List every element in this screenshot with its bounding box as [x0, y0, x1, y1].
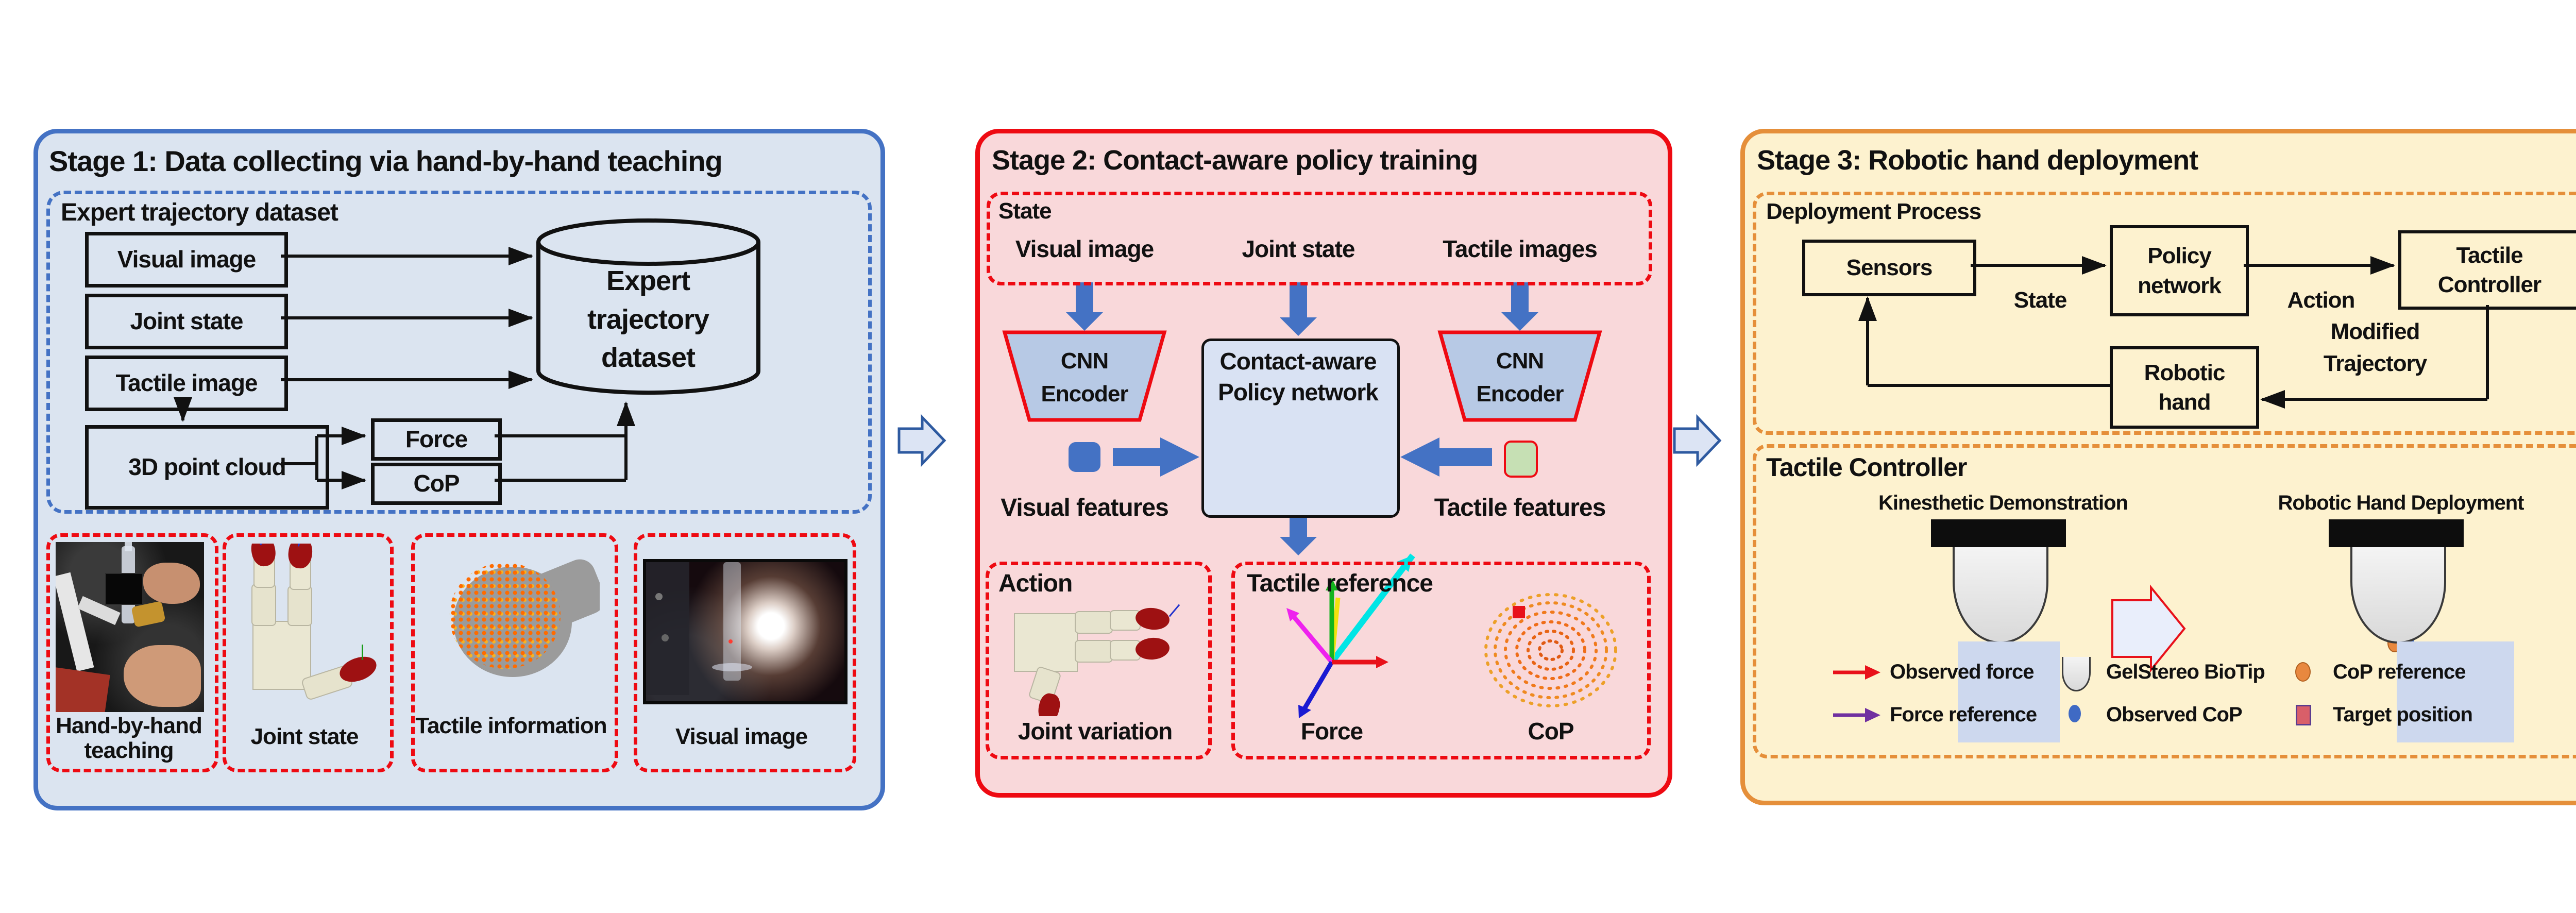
legend-target-position-label: Target position	[2333, 703, 2473, 726]
state-dashed-box	[987, 192, 1652, 285]
arrow-stage2-to-stage3	[1673, 414, 1722, 467]
tactile-controller-dashed-box	[1753, 444, 2576, 758]
state-item-tactile-images: Tactile images	[1443, 235, 1598, 262]
cylinder-label: Expert trajectory dataset	[587, 265, 709, 374]
joint-state-dashed-box	[223, 533, 394, 772]
force-axes-icon	[1286, 553, 1415, 718]
hand-by-hand-label: Hand-by-hand teaching	[56, 713, 202, 763]
cop-box: CoP	[371, 463, 502, 505]
tactile-features-label: Tactile features	[1434, 494, 1606, 521]
joint-state-label: Joint state	[250, 724, 359, 749]
legend-arrow-glyphs	[1833, 665, 1880, 722]
legend-cop-reference-label: CoP reference	[2333, 661, 2466, 683]
stage1-connectors	[174, 247, 635, 489]
legend-observed-cop-icon	[2069, 705, 2081, 722]
legend-force-reference-label: Force reference	[1890, 703, 2037, 726]
arrow-stage1-to-stage2	[897, 414, 946, 467]
state-item-visual-image: Visual image	[1015, 235, 1154, 262]
robotic-deploy-title: Robotic Hand Deployment	[2278, 491, 2524, 514]
joint-state-graphic	[232, 544, 379, 714]
deployment-process-dashed-box	[1753, 192, 2576, 435]
state-label: State	[998, 198, 1052, 224]
legend-cop-reference-icon	[2295, 662, 2311, 682]
joint-state-box: Joint state	[85, 294, 288, 349]
deployment-process-label: Deployment Process	[1766, 199, 1981, 224]
state-arrow-label: State	[2013, 288, 2067, 313]
stage1-title: Stage 1: Data collecting via hand-by-han…	[49, 145, 723, 177]
visual-image-label: Visual image	[675, 724, 808, 749]
tactile-controller-section-label: Tactile Controller	[1766, 453, 1967, 482]
hand-by-hand-photo	[56, 542, 204, 712]
point-cloud-box: 3D point cloud	[85, 425, 329, 510]
force-icon-label: Force	[1300, 718, 1363, 745]
interstage-arrows	[897, 414, 1722, 467]
action-label: Action	[998, 570, 1073, 597]
legend-observed-cop-label: Observed CoP	[2106, 703, 2243, 726]
force-box: Force	[371, 418, 502, 461]
sensors-box: Sensors	[1802, 240, 1976, 296]
tactile-information-dashed-box	[411, 533, 618, 772]
visual-image-photo	[643, 559, 848, 704]
action-dashed-box	[986, 562, 1212, 759]
joint-variation-graphic	[1010, 593, 1180, 716]
state-item-joint-state: Joint state	[1242, 235, 1355, 262]
cop-dotted-ball	[1484, 593, 1617, 707]
stage3-connectors	[1858, 256, 2489, 409]
tactile-features-icon	[1504, 441, 1538, 478]
right-demo-object	[2397, 641, 2514, 742]
tactile-reference-label: Tactile reference	[1247, 570, 1433, 597]
tactile-information-label: Tactile information	[415, 713, 607, 738]
left-demo-object	[1958, 641, 2060, 742]
expert-trajectory-dataset-label: Expert trajectory dataset	[61, 199, 338, 226]
hand-by-hand-dashed-box	[46, 533, 218, 772]
visual-image-dashed-box	[634, 533, 856, 772]
visual-image-box: Visual image	[85, 232, 288, 288]
left-demo-mount-bar	[1931, 519, 2066, 547]
stage3-title: Stage 3: Robotic hand deployment	[1757, 145, 2198, 176]
expert-trajectory-dataset-box	[46, 191, 872, 514]
tactile-reference-dashed-box	[1231, 562, 1651, 759]
joint-variation-label: Joint variation	[1018, 718, 1173, 745]
kinesthetic-demo-title: Kinesthetic Demonstration	[1878, 491, 2128, 514]
stage2-title: Stage 2: Contact-aware policy training	[992, 145, 1478, 176]
legend-target-position-icon	[2296, 705, 2311, 725]
legend-gelstereo-icon	[2062, 657, 2091, 691]
right-demo-mount-bar	[2329, 519, 2464, 547]
action-arrow-label: Action	[2287, 288, 2355, 313]
policy-network-box	[1201, 339, 1400, 518]
tactile-image-box: Tactile image	[85, 356, 288, 411]
legend-gelstereo-label: GelStereo BioTip	[2106, 661, 2265, 683]
cop-icon-label: CoP	[1528, 718, 1574, 745]
cylinder-expert-dataset	[536, 218, 760, 395]
visual-features-icon	[1069, 442, 1100, 472]
cnn-encoder-shapes	[1002, 330, 1602, 422]
legend-observed-force-label: Observed force	[1890, 661, 2034, 683]
visual-features-label: Visual features	[1001, 494, 1169, 521]
tactile-information-graphic	[422, 551, 600, 690]
stage2-flow-arrows	[1066, 282, 1538, 555]
